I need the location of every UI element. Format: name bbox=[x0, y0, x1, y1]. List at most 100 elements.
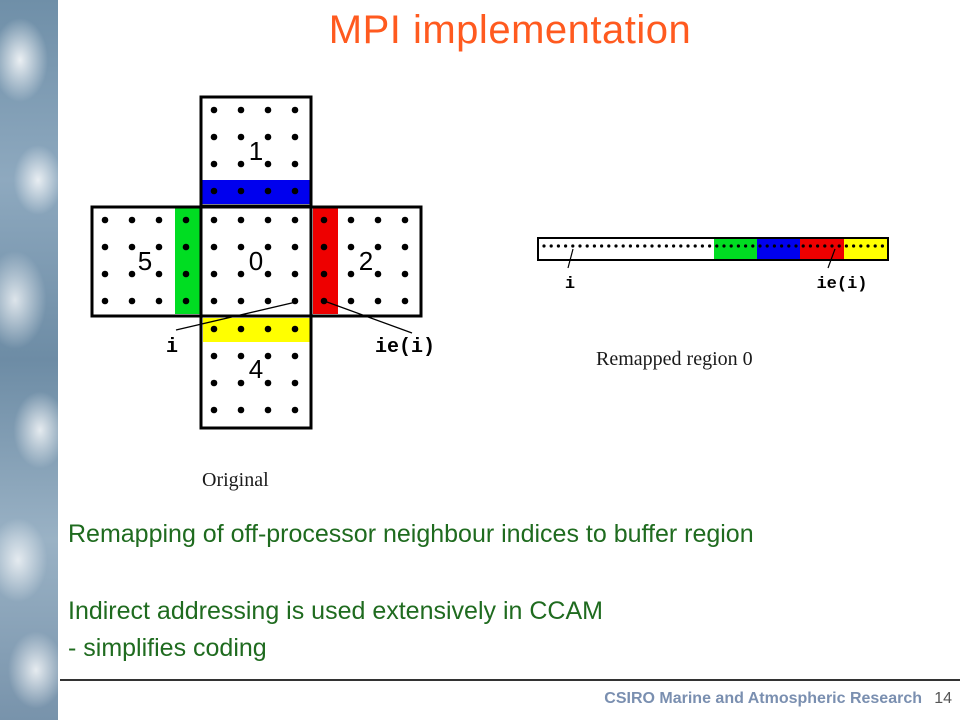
array-point bbox=[693, 244, 697, 248]
remapped-array-diagram: i ie(i) bbox=[537, 237, 889, 294]
array-point bbox=[571, 244, 575, 248]
grid-point bbox=[401, 270, 409, 278]
grid-point bbox=[210, 106, 218, 114]
grid-point bbox=[210, 133, 218, 141]
grid-point bbox=[374, 270, 382, 278]
face-label-2: 2 bbox=[359, 246, 373, 276]
face-label-4: 4 bbox=[249, 354, 263, 384]
pointer-line-i-remapped bbox=[567, 248, 574, 269]
array-point bbox=[628, 244, 633, 248]
grid-point bbox=[264, 352, 272, 360]
array-point bbox=[794, 244, 798, 248]
grid-point bbox=[264, 106, 272, 114]
array-point bbox=[672, 244, 676, 248]
grid-point bbox=[291, 406, 299, 414]
grid-point bbox=[401, 297, 409, 305]
grid-point bbox=[155, 216, 163, 224]
grid-points bbox=[101, 106, 409, 414]
array-point bbox=[787, 244, 791, 248]
grid-point bbox=[374, 243, 382, 251]
array-point bbox=[722, 244, 726, 248]
array-point bbox=[664, 244, 669, 248]
grid-point bbox=[237, 187, 245, 195]
grid-point bbox=[101, 270, 109, 278]
grid-point bbox=[264, 270, 272, 278]
grid-point bbox=[264, 160, 272, 168]
green-segment bbox=[714, 238, 757, 260]
grid-point bbox=[182, 297, 190, 305]
grid-point bbox=[128, 297, 136, 305]
array-point bbox=[866, 244, 870, 248]
grid-point bbox=[291, 243, 299, 251]
grid-point bbox=[210, 160, 218, 168]
grid-point bbox=[320, 270, 328, 278]
grid-point bbox=[237, 216, 245, 224]
array-point bbox=[859, 244, 863, 248]
array-point bbox=[643, 244, 647, 248]
grid-point bbox=[347, 243, 355, 251]
pointer-label-i: i bbox=[166, 336, 178, 359]
array-point bbox=[715, 244, 719, 248]
grid-point bbox=[210, 325, 218, 333]
body-line-remapping: Remapping of off-processor neighbour ind… bbox=[68, 520, 754, 548]
array-point bbox=[578, 244, 582, 248]
grid-point bbox=[182, 243, 190, 251]
grid-point bbox=[264, 216, 272, 224]
original-grid-diagram: 1 5 0 2 4 i ie(i) bbox=[90, 95, 435, 430]
array-point bbox=[600, 244, 604, 248]
array-point bbox=[621, 244, 625, 248]
pointer-line-i bbox=[175, 301, 297, 331]
blue-segment bbox=[757, 238, 800, 260]
array-point bbox=[873, 244, 877, 248]
face-4 bbox=[199, 314, 313, 430]
grid-point bbox=[291, 160, 299, 168]
grid-point bbox=[347, 297, 355, 305]
grid-point bbox=[291, 352, 299, 360]
array-point bbox=[549, 244, 553, 248]
footer-organisation: CSIRO Marine and Atmospheric Research bbox=[604, 690, 922, 707]
red-strip bbox=[313, 208, 338, 314]
caption-remapped: Remapped region 0 bbox=[596, 348, 753, 370]
grid-point bbox=[237, 297, 245, 305]
grid-point bbox=[291, 133, 299, 141]
array-point bbox=[679, 244, 683, 248]
grid-point bbox=[291, 106, 299, 114]
array-point bbox=[816, 244, 820, 248]
grid-point bbox=[210, 297, 218, 305]
face-label-1: 1 bbox=[249, 136, 263, 166]
array-point bbox=[765, 244, 769, 248]
grid-point bbox=[210, 352, 218, 360]
grid-point bbox=[101, 216, 109, 224]
grid-point bbox=[182, 270, 190, 278]
array-point bbox=[585, 244, 589, 248]
array-point bbox=[837, 244, 841, 248]
yellow-segment bbox=[844, 238, 888, 260]
grid-point bbox=[347, 270, 355, 278]
grid-point bbox=[320, 216, 328, 224]
face-label-5: 5 bbox=[138, 246, 152, 276]
array-point bbox=[592, 244, 597, 248]
caption-original: Original bbox=[202, 469, 269, 491]
grid-point bbox=[264, 297, 272, 305]
pointer-label-ie-remapped: ie(i) bbox=[816, 275, 867, 294]
grid-point bbox=[237, 352, 245, 360]
array-point bbox=[650, 244, 654, 248]
grid-point bbox=[210, 406, 218, 414]
array-point bbox=[729, 244, 733, 248]
grid-point bbox=[237, 160, 245, 168]
cloud-background-strip bbox=[0, 0, 58, 720]
array-point bbox=[880, 244, 885, 248]
array-point bbox=[852, 244, 856, 248]
grid-point bbox=[291, 187, 299, 195]
grid-point bbox=[237, 325, 245, 333]
pointer-line-ie bbox=[326, 301, 413, 334]
array-point bbox=[607, 244, 611, 248]
array-point bbox=[830, 244, 834, 248]
body-line-simplifies: - simplifies coding bbox=[68, 634, 267, 662]
face-label-0: 0 bbox=[249, 246, 263, 276]
grid-point bbox=[374, 216, 382, 224]
grid-point bbox=[210, 379, 218, 387]
array-point bbox=[542, 244, 546, 248]
array-point bbox=[708, 244, 712, 248]
array-point bbox=[614, 244, 618, 248]
